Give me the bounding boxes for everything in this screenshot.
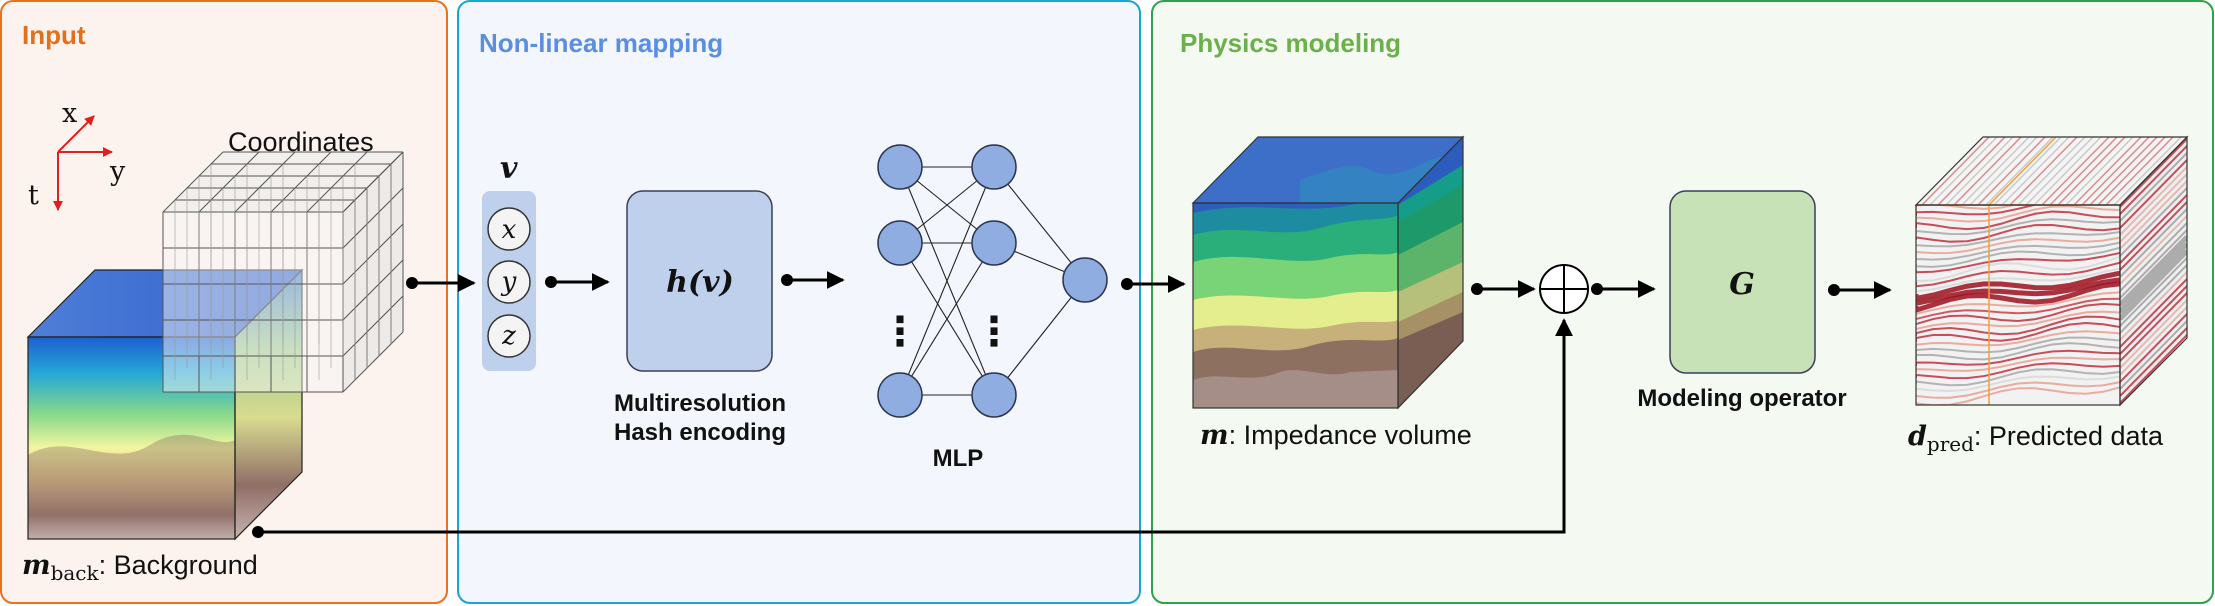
mlp-node-l2-3 [971,372,1017,418]
sum-node [1539,264,1589,314]
predicted-label: dpred: Predicted data [1908,421,2164,456]
background-subscript: back [51,561,100,585]
mlp-label: MLP [933,445,984,472]
impedance-cube [1191,135,1465,410]
panel-physics-title: Physics modeling [1180,28,1401,58]
background-label: mback: Background [22,550,258,585]
arrow-coords-to-v [406,274,476,292]
axis-t-label: t [28,180,39,211]
operator-caption: Modeling operator [1637,385,1846,412]
impedance-symbol: m [1200,420,1229,451]
mlp-node-l2-2 [971,220,1017,266]
hash-caption-line1: Multiresolution [614,390,786,417]
v-entry-x: x [487,207,531,251]
axis-y-label: y [109,156,126,187]
arrow-hash-to-mlp [781,271,845,289]
arrow-mlp-to-impedance [1121,275,1186,293]
hash-caption-line2: Hash encoding [614,419,786,446]
arrow-impedance-to-sum [1471,280,1536,298]
predicted-subscript: pred [1927,432,1974,456]
mlp-ellipsis-2: ⋮ [974,309,1014,355]
arrow-v-to-hash [545,273,610,291]
v-entry-z: z [487,314,531,358]
panel-mapping: Non-linear mapping [457,0,1141,604]
svg-text:x: x [502,215,517,245]
arrow-sum-to-operator [1591,280,1656,298]
modeling-operator-block: G Modeling operator [1637,190,1847,412]
background-symbol: m [22,550,51,581]
coordinates-grid-cube [162,151,404,393]
v-symbol: v [500,151,518,186]
impedance-text: : Impedance volume [1229,420,1472,450]
panel-input-title: Input [22,20,86,50]
arrow-background-to-sum [252,318,1573,538]
mlp-node-l1-3 [877,372,923,418]
mlp-output-node [1062,257,1108,303]
svg-text:y: y [501,267,517,297]
background-text: : Background [99,550,258,580]
arrow-operator-to-predicted [1828,281,1892,299]
mlp-node-l1-1 [877,144,923,190]
panel-mapping-title: Non-linear mapping [479,28,723,58]
axis-x-label: x [62,98,77,129]
svg-text:z: z [501,321,516,351]
hash-encoding-block: h(v) Multiresolution Hash encoding [614,190,786,446]
mlp-network: ⋮⋮ [877,144,1108,418]
v-entry-y: y [487,260,531,304]
impedance-label: m: Impedance volume [1200,420,1472,451]
mlp-node-l1-2 [877,220,923,266]
predicted-symbol: d [1908,421,1927,452]
hash-formula: h(v) [666,265,734,300]
predicted-data-cube [1914,135,2189,407]
axes-indicator: x y t [28,98,126,211]
predicted-text: : Predicted data [1974,421,2164,451]
mlp-ellipsis-1: ⋮ [880,309,920,355]
mlp-node-l2-1 [971,144,1017,190]
operator-symbol: G [1729,267,1755,302]
coordinates-label: Coordinates [228,127,374,157]
v-vector: v x y z [482,151,536,371]
